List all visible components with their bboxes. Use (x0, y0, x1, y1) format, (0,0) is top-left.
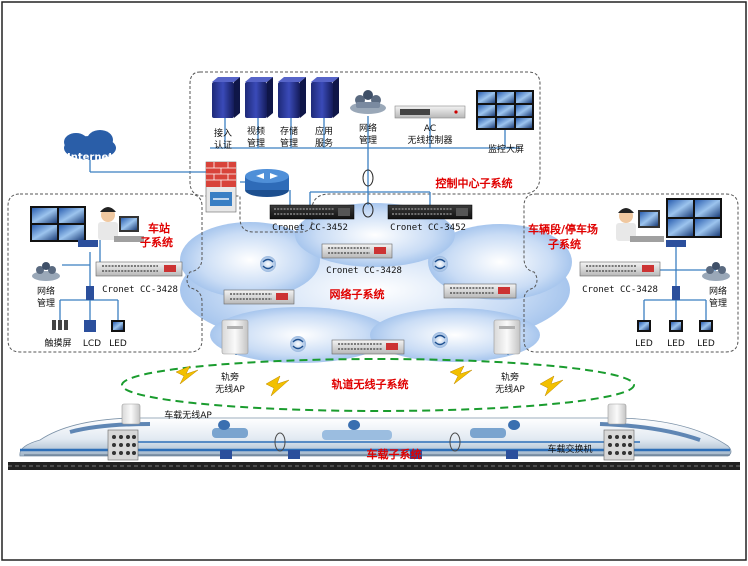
wireless-coverage-ellipse (121, 358, 635, 412)
monitoring-wall-icon (476, 90, 534, 130)
trackside-ap-right-label-line2: 无线AP (495, 383, 525, 395)
core-switch-left (269, 204, 355, 220)
station-device-label-3: LED (109, 339, 127, 349)
station-operator-icon (98, 207, 144, 242)
onboard-switch-left (107, 429, 139, 461)
ring-switch-top-label: Cronet CC-3428 (326, 266, 402, 276)
depot-boundary (523, 193, 739, 353)
core-switch-right (387, 204, 473, 220)
trackside-ap-right (493, 319, 521, 355)
network-subsystem-title: 网络子系统 (330, 287, 385, 301)
depot-device-label-1: LED (635, 339, 653, 349)
station-access-switch (95, 261, 183, 277)
station-switch-label: Cronet CC-3428 (102, 285, 178, 295)
server-rack-app-service (311, 77, 339, 118)
server-label-1-line1: 接入 (214, 127, 232, 139)
depot-netmgmt-icon (702, 262, 730, 281)
onboard-subsystem-title: 车载子系统 (367, 447, 422, 461)
trackside-ap-left-label-line1: 轨旁 (221, 371, 239, 383)
depot-operator-icon (616, 208, 664, 242)
depot-led-icon-2 (669, 320, 683, 332)
ac-wireless-controller (394, 105, 466, 119)
onboard-cameras (218, 420, 521, 430)
wireless-signal-bolts (175, 365, 564, 397)
server-label-3-line2: 管理 (280, 137, 298, 149)
server-label-3-line1: 存储 (280, 125, 298, 137)
station-lcd-icon (84, 320, 96, 332)
station-device-label-1: 触摸屏 (44, 337, 71, 349)
station-touchscreen-icon (52, 320, 68, 330)
ac-label-line1: AC (424, 124, 436, 134)
firewall-icon (205, 161, 237, 213)
ac-label-line2: 无线控制器 (407, 134, 452, 146)
server-rack-storage-mgmt (278, 77, 306, 118)
station-small-switch-icon (86, 286, 94, 300)
wireless-subsystem-title: 轨道无线子系统 (332, 377, 409, 391)
station-title-line1: 车站 (148, 221, 170, 235)
depot-netmgmt-label-line1: 网络 (709, 285, 727, 297)
station-video-wall-icon (30, 206, 86, 242)
trackside-ap-left (221, 319, 249, 355)
station-netmgmt-icon (32, 262, 60, 281)
sync-icon-4 (432, 332, 448, 348)
onboard-switch-right (603, 429, 635, 461)
station-netmgmt-label-line2: 管理 (37, 297, 55, 309)
netmgmt-label-line2: 管理 (359, 134, 377, 146)
internet-cloud-icon (64, 130, 116, 160)
server-label-2-line1: 视频 (247, 125, 265, 137)
depot-title-line1: 车辆段/停车场 (528, 222, 598, 236)
ring-switch-left (223, 289, 295, 305)
railway-track (8, 462, 740, 470)
ring-switch-bottom (331, 339, 405, 355)
station-device-label-2: LCD (83, 339, 101, 349)
depot-netmgmt-label-line2: 管理 (709, 297, 727, 309)
depot-video-wall-icon (666, 198, 722, 238)
depot-access-switch (579, 261, 661, 277)
server-label-2-line2: 管理 (247, 137, 265, 149)
onboard-ap-right (607, 403, 627, 425)
core-router-icon (245, 169, 289, 197)
internet-label: Internet (67, 152, 113, 163)
server-label-4-line2: 服务 (315, 137, 333, 149)
server-label-1-line2: 认证 (214, 139, 232, 151)
depot-title-line2: 子系统 (548, 237, 581, 251)
depot-led-icon-3 (699, 320, 713, 332)
core-switch-right-label: Cronet CC-3452 (390, 223, 466, 233)
sync-icon-3 (290, 336, 306, 352)
monitoring-wall-label: 监控大屏 (488, 143, 524, 155)
netmgmt-label-line1: 网络 (359, 122, 377, 134)
trackside-ap-right-label-line1: 轨旁 (501, 371, 519, 383)
core-switch-left-label: Cronet CC-3452 (272, 223, 348, 233)
depot-workstation-icon (666, 240, 686, 247)
onboard-ring-markers (274, 432, 461, 452)
ring-switch-right (443, 283, 517, 299)
station-workstation-icon (78, 240, 98, 247)
server-rack-video-mgmt (245, 77, 273, 118)
depot-switch-label: Cronet CC-3428 (582, 285, 658, 295)
depot-small-switch-icon (672, 286, 680, 300)
depot-device-label-3: LED (697, 339, 715, 349)
trackside-ap-left-label-line2: 无线AP (215, 383, 245, 395)
depot-led-icon-1 (637, 320, 651, 332)
sync-icon-2 (432, 256, 448, 272)
ring-marker-icon (362, 169, 374, 218)
station-boundary (7, 193, 203, 353)
network-management-icon (350, 90, 386, 114)
ring-switch-top (321, 243, 393, 259)
server-rack-access-auth (212, 77, 240, 118)
onboard-switch-label: 车载交换机 (547, 443, 592, 455)
station-led-icon (111, 320, 125, 332)
station-netmgmt-label-line1: 网络 (37, 285, 55, 297)
connection-lines (59, 116, 716, 355)
sync-icon-1 (260, 256, 276, 272)
depot-device-label-2: LED (667, 339, 685, 349)
control-center-title: 控制中心子系统 (436, 176, 513, 190)
onboard-terminals (220, 450, 518, 459)
station-title-line2: 子系统 (140, 235, 173, 249)
onboard-ap-label: 车载无线AP (164, 409, 212, 421)
onboard-ap-left (121, 403, 141, 425)
server-label-4-line1: 应用 (315, 125, 333, 137)
